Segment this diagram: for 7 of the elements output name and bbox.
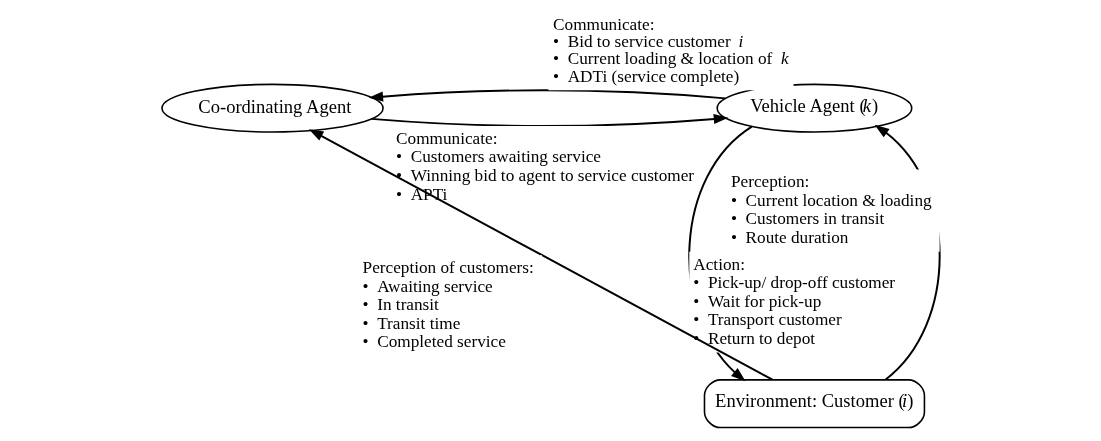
arrow [308,129,773,381]
node-box: Environment: Customer (i) [703,379,925,429]
edge-label: Perception: • Current location & loading • Customers in transit • Route duration [730,172,932,248]
arrow [370,113,728,128]
edge-label: Communicate: • Bid to service customer i • Current loading & location of k • ADTi (service complete) [552,14,789,86]
edge-label: Perception of customers: • Awaiting service • In transit • Transit time • Completed service [362,257,534,352]
arrow [368,89,726,102]
